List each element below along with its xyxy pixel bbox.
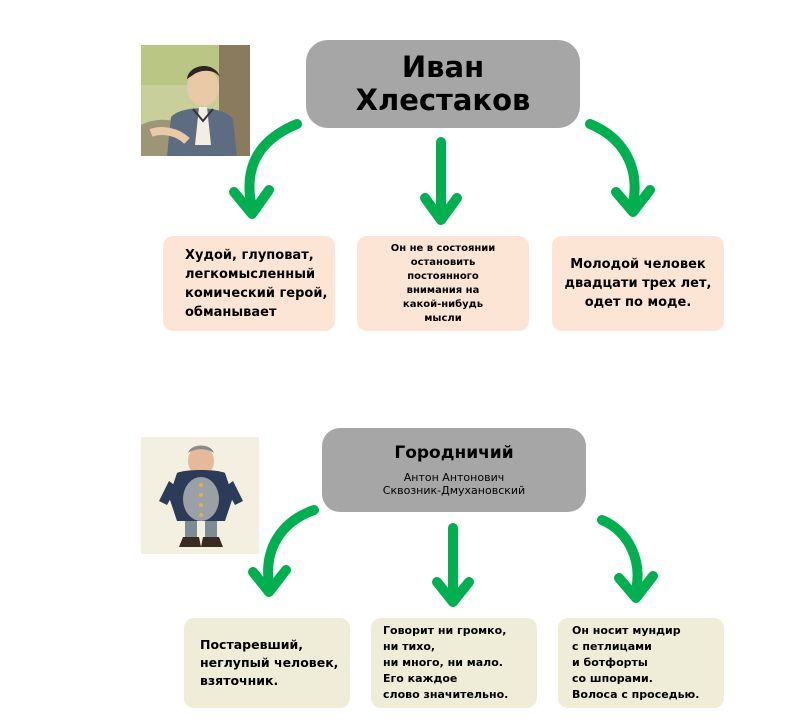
khlestakov-node: Иван Хлестаков (306, 40, 580, 128)
card-line: постоянного (407, 270, 479, 282)
card-line: и ботфорты (572, 656, 648, 669)
arrowhead-right-1 (611, 185, 655, 217)
node-title: Городничий (394, 442, 514, 463)
gorodnichiy-card-appearance: Он носит мундир с петлицами и ботфорты с… (558, 618, 724, 708)
gorodnichiy-card-traits: Постаревший, неглупый человек, взяточник… (184, 618, 350, 708)
card-line: ни тихо, (383, 640, 436, 653)
arrowhead-center-1 (420, 193, 462, 225)
card-line: Волоса с проседью. (572, 688, 700, 701)
arrow-right-1 (585, 119, 640, 209)
card-line: неглупый человек, (200, 655, 339, 670)
gorodnichiy-portrait (141, 437, 259, 554)
card-line: Худой, глуповат, (185, 247, 314, 263)
arrowhead-center-2 (432, 577, 474, 607)
arrowhead-left-2 (248, 565, 291, 597)
card-line: с петлицами (572, 640, 652, 653)
card-line: комический герой, (185, 285, 328, 301)
node-subtitle-line: Сквозник-Дмухановский (382, 484, 526, 497)
gorodnichiy-card-speech: Говорит ни громко, ни тихо, ни много, ни… (371, 618, 537, 708)
card-line: обманывает (185, 304, 277, 320)
gorodnichiy-node: Городничий Антон Антонович Сквозник-Дмух… (322, 428, 586, 512)
node-name-last: Хлестаков (355, 83, 531, 117)
arrow-left-1 (244, 119, 302, 213)
card-line: двадцати трех лет, (564, 276, 712, 291)
card-line: со шпорами. (572, 672, 653, 685)
card-line: мысли (424, 312, 462, 324)
khlestakov-card-appearance: Молодой человек двадцати трех лет, одет … (552, 236, 724, 331)
node-subtitle-line: Антон Антонович (403, 470, 505, 484)
card-line: остановить (410, 256, 476, 268)
card-line: легкомысленный (185, 266, 316, 282)
card-line: Постаревший, (200, 637, 304, 652)
khlestakov-portrait (141, 45, 250, 156)
card-line: одет по моде. (584, 295, 692, 310)
card-line: Он носит мундир (572, 624, 681, 637)
card-line: взяточник. (200, 673, 279, 688)
arrow-right-2 (597, 515, 643, 595)
arrow-left-2 (263, 505, 319, 589)
card-line: Молодой человек (570, 257, 706, 272)
card-line: Он не в состоянии (390, 242, 496, 254)
card-line: Говорит ни громко, (383, 624, 507, 637)
card-line: Его каждое (383, 672, 458, 685)
card-line: какой-нибудь (402, 298, 484, 310)
khlestakov-card-attention: Он не в состоянии остановить постоянного… (357, 236, 529, 331)
card-line: ни много, ни мало. (383, 656, 503, 669)
arrowhead-right-2 (614, 571, 658, 603)
node-name-first: Иван (401, 49, 485, 84)
card-line: внимания на (406, 284, 480, 296)
card-line: слово значительно. (383, 688, 509, 701)
khlestakov-card-traits: Худой, глуповат, легкомысленный комическ… (163, 236, 335, 331)
arrowhead-left-1 (229, 185, 274, 219)
